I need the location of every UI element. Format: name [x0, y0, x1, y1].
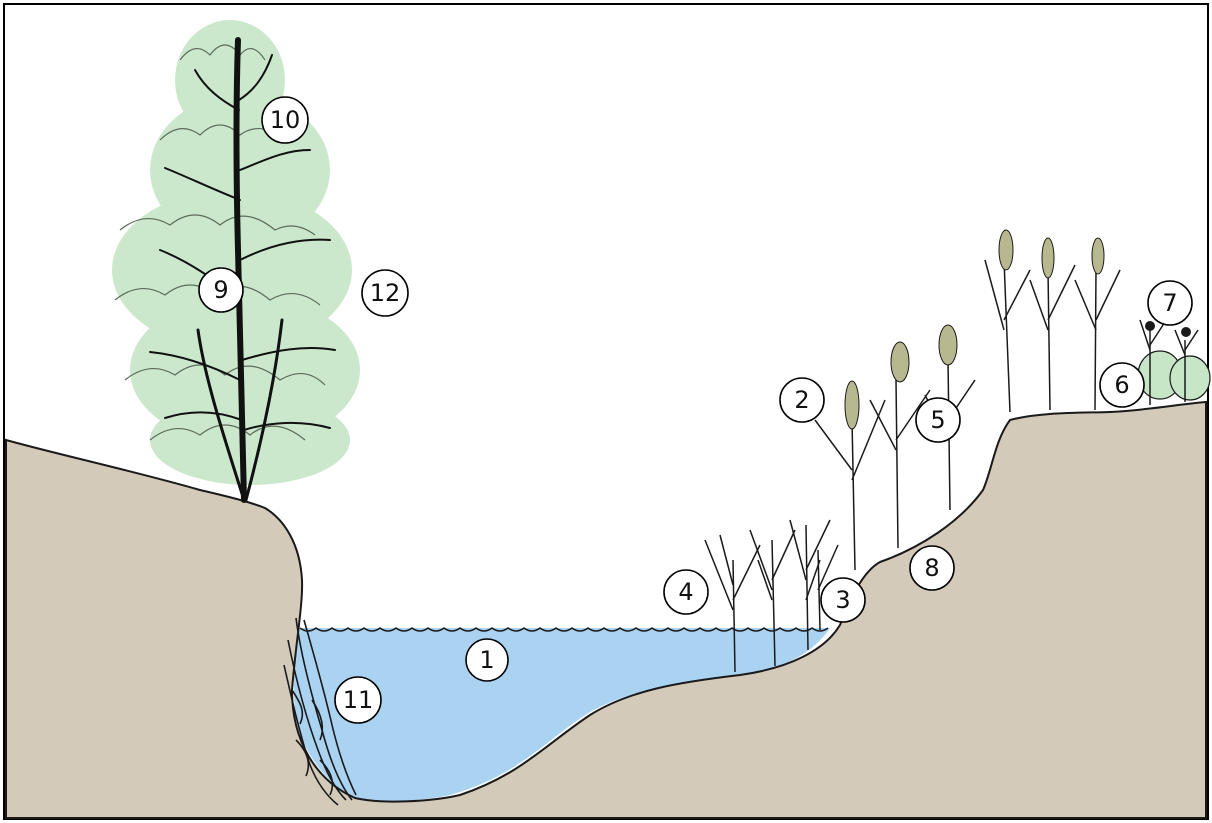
label-12: 12: [362, 270, 408, 316]
label-4-text: 4: [678, 578, 693, 606]
label-6-text: 6: [1114, 371, 1129, 399]
shrubs: [1138, 351, 1210, 400]
label-2: 2: [780, 378, 824, 422]
label-11: 11: [335, 677, 381, 723]
label-5: 5: [916, 398, 960, 442]
label-3-text: 3: [835, 586, 850, 614]
label-1: 1: [466, 639, 508, 681]
label-6: 6: [1100, 363, 1144, 407]
label-7: 7: [1148, 281, 1192, 325]
label-9-text: 9: [213, 276, 228, 304]
label-10: 10: [262, 97, 308, 143]
label-12-text: 12: [370, 279, 401, 307]
label-11-text: 11: [343, 686, 374, 714]
label-8: 8: [910, 546, 954, 590]
label-4: 4: [664, 570, 708, 614]
label-10-text: 10: [270, 106, 301, 134]
label-3: 3: [821, 578, 865, 622]
label-7-text: 7: [1162, 289, 1177, 317]
label-9: 9: [199, 268, 243, 312]
label-2-text: 2: [794, 386, 809, 414]
label-8-text: 8: [924, 554, 939, 582]
label-5-text: 5: [930, 406, 945, 434]
label-1-text: 1: [479, 646, 494, 674]
